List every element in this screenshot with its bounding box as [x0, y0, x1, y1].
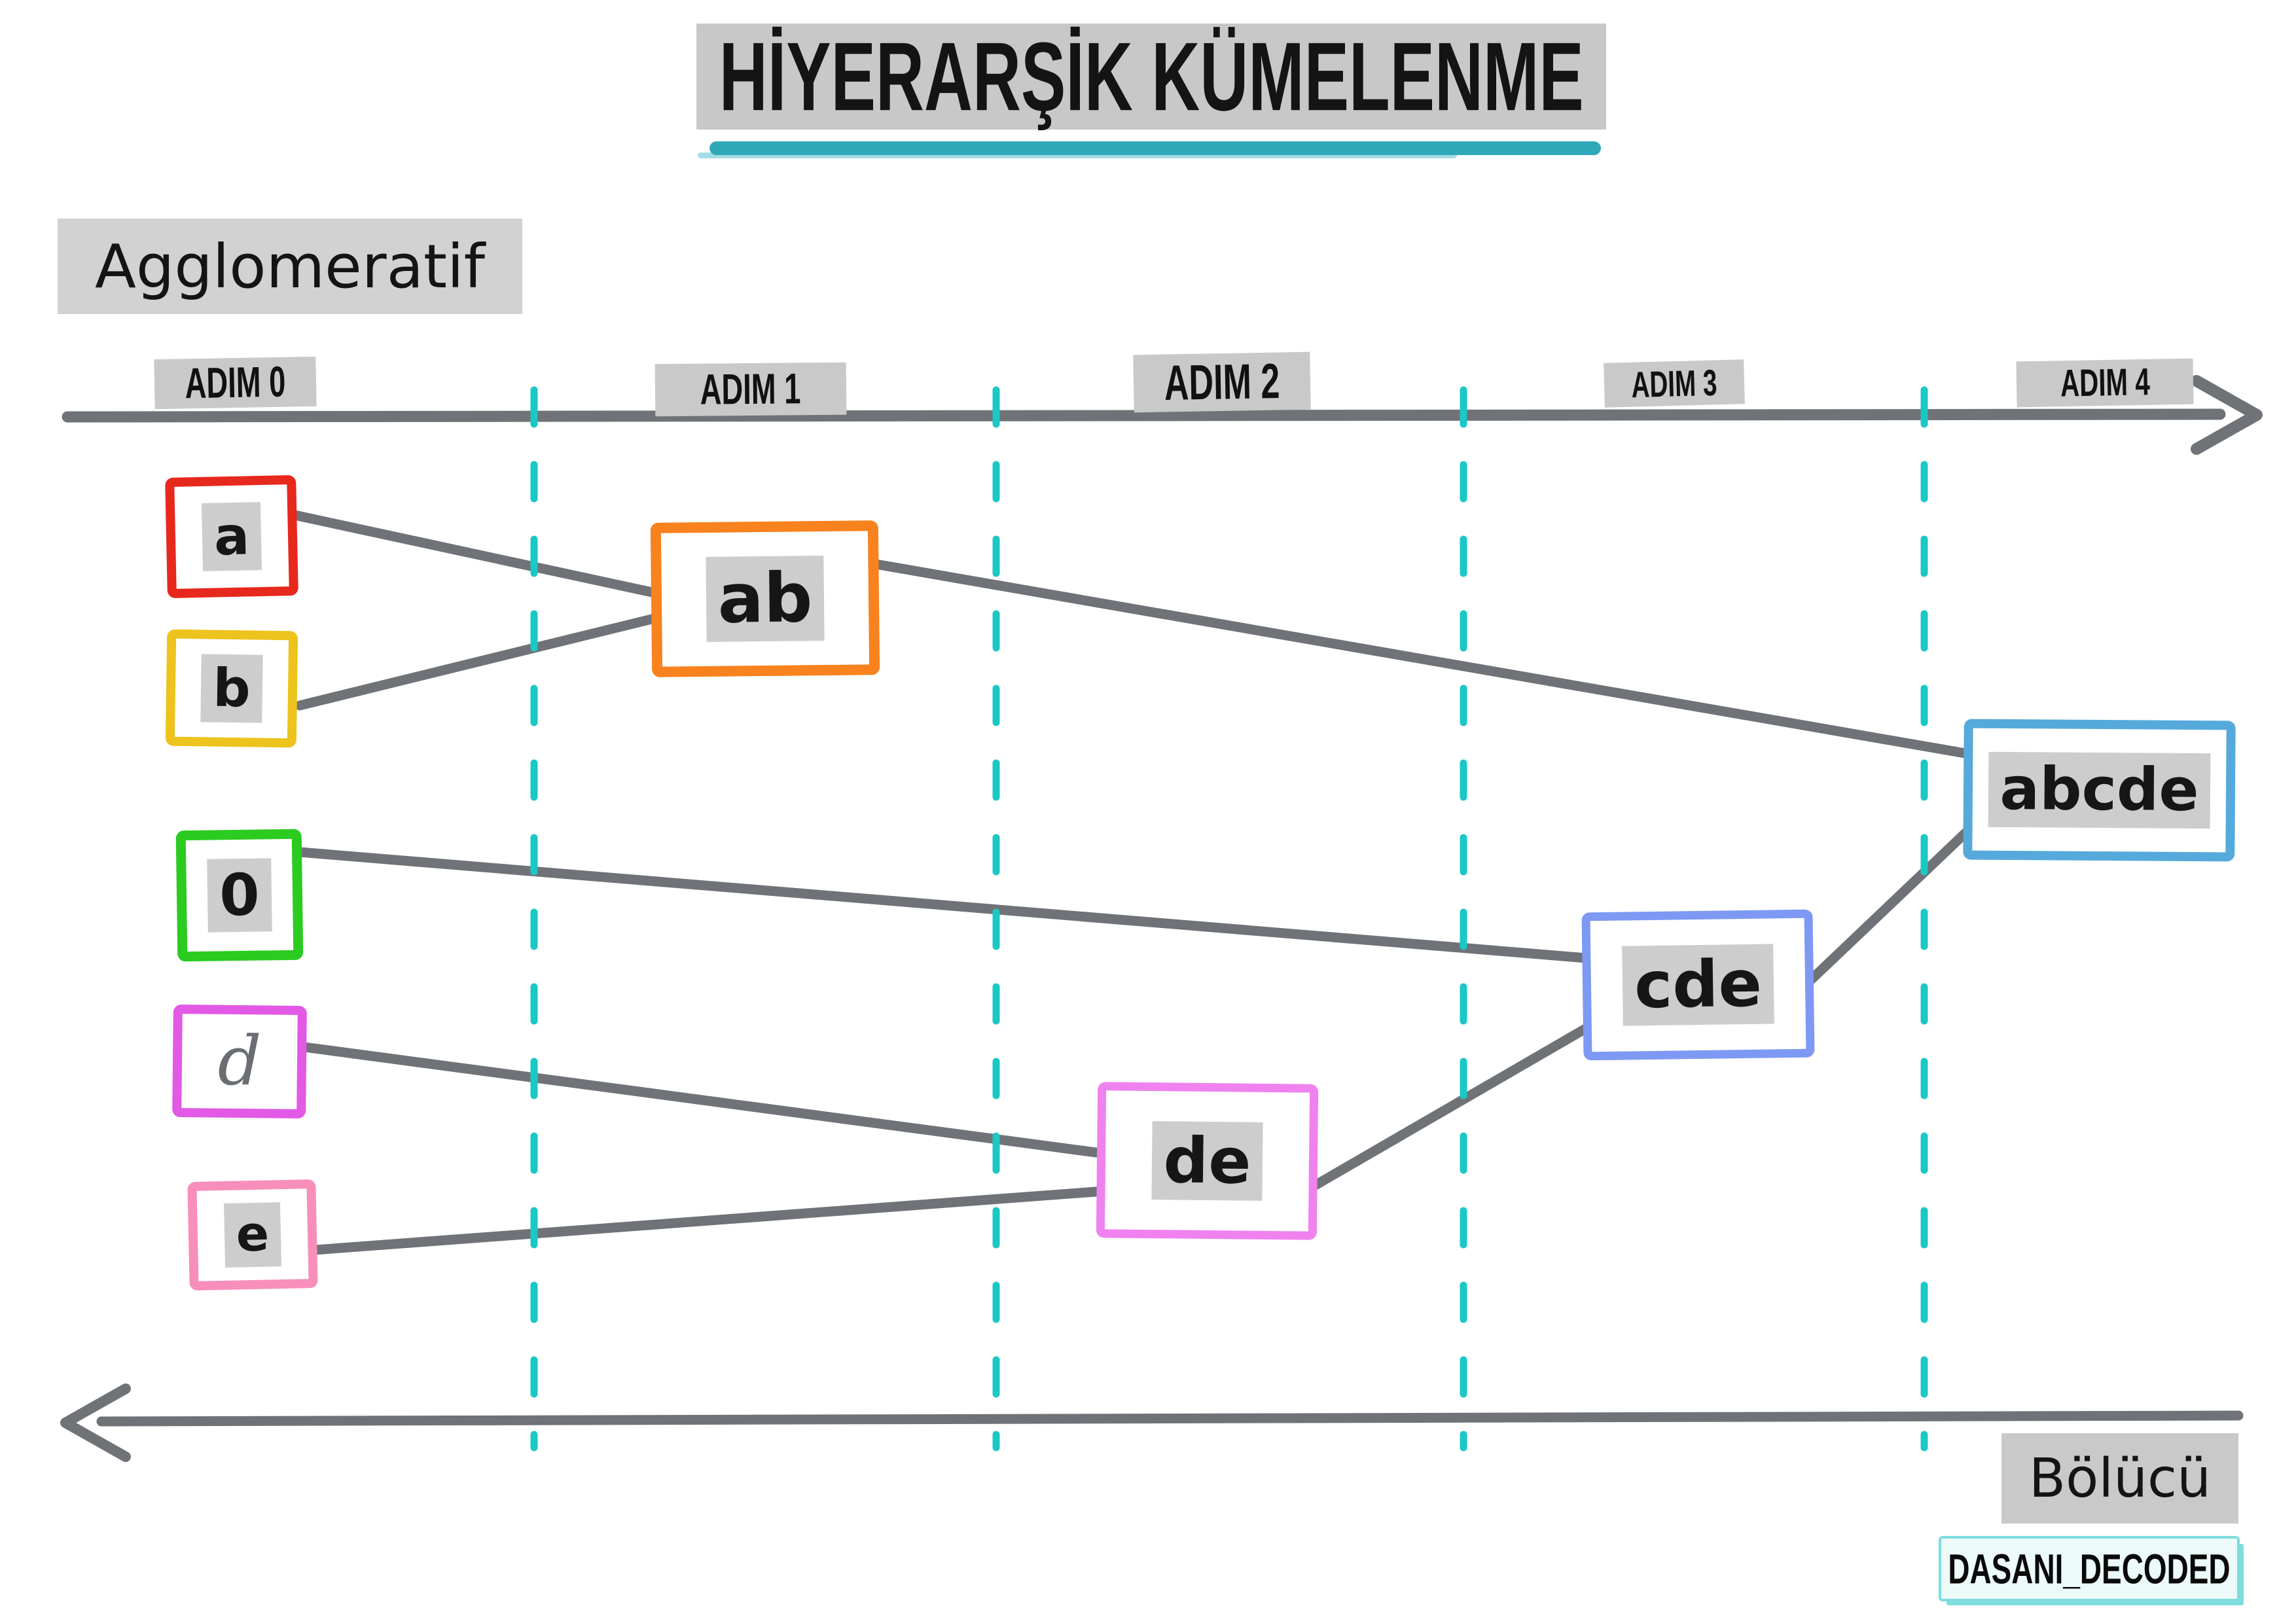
node-label-abcde: abcde [1988, 752, 2211, 829]
node-label-ab: ab [706, 556, 825, 642]
node-c: 0 [175, 829, 304, 962]
node-e: e [187, 1179, 318, 1291]
node-label-a: a [201, 502, 262, 571]
title-underline [709, 141, 1601, 155]
title-underline-glow [698, 152, 1457, 158]
node-label-b: b [200, 654, 263, 723]
step-label-adim-2: ADIM 2 [1133, 351, 1311, 413]
node-ab: ab [650, 520, 880, 677]
agglomerative-label: Agglomeratif [58, 219, 522, 314]
node-a: a [165, 474, 298, 599]
edge-a-to-ab [289, 510, 666, 599]
edge-e-to-de [309, 1186, 1109, 1255]
node-label-d: d [217, 1021, 262, 1101]
edge-b-to-ab [295, 611, 668, 711]
node-abcde: abcde [1963, 719, 2236, 862]
node-de: de [1096, 1082, 1319, 1240]
step-label-text: ADIM 3 [1630, 361, 1718, 406]
node-label-c: 0 [207, 858, 272, 933]
watermark: DASANI_DECODED [1939, 1536, 2240, 1601]
watermark-text: DASANI_DECODED [1948, 1545, 2231, 1592]
node-cde: cde [1581, 909, 1815, 1061]
page-title-text: HİYERARŞİK KÜMELENME [719, 22, 1584, 131]
step-label-adim-1: ADIM 1 [655, 362, 847, 417]
step-label-adim-0: ADIM 0 [154, 356, 317, 410]
edge-c-to-cde [295, 847, 1592, 963]
page-title: HİYERARŞİK KÜMELENME [696, 22, 1606, 131]
step-label-text: ADIM 4 [2060, 361, 2150, 405]
step-label-text: ADIM 0 [184, 358, 286, 408]
edge-cde-to-abcde [1804, 825, 1974, 987]
top-axis-arrowhead-right-icon [2191, 375, 2263, 455]
edge-d-to-de [299, 1042, 1106, 1158]
bottom-axis-arrowhead-left-icon [60, 1383, 131, 1462]
agglomerative-label-text: Agglomeratif [94, 231, 486, 302]
node-label-cde: cde [1622, 943, 1774, 1027]
edge-ab-to-abcde [870, 559, 1974, 759]
node-label-e: e [223, 1202, 282, 1268]
node-d: d [172, 1004, 307, 1119]
top-axis-line [62, 408, 2226, 423]
edge-de-to-cde [1309, 1021, 1595, 1191]
step-label-text: ADIM 2 [1164, 353, 1280, 411]
divisive-label: Bölücü [2001, 1433, 2238, 1524]
step-label-text: ADIM 1 [700, 365, 802, 414]
divisive-label-text: Bölücü [2028, 1447, 2212, 1510]
node-b: b [165, 629, 298, 748]
step-label-adim-4: ADIM 4 [2016, 358, 2194, 408]
node-label-de: de [1151, 1120, 1264, 1202]
bottom-axis-line [96, 1410, 2244, 1427]
step-label-adim-3: ADIM 3 [1604, 359, 1745, 408]
